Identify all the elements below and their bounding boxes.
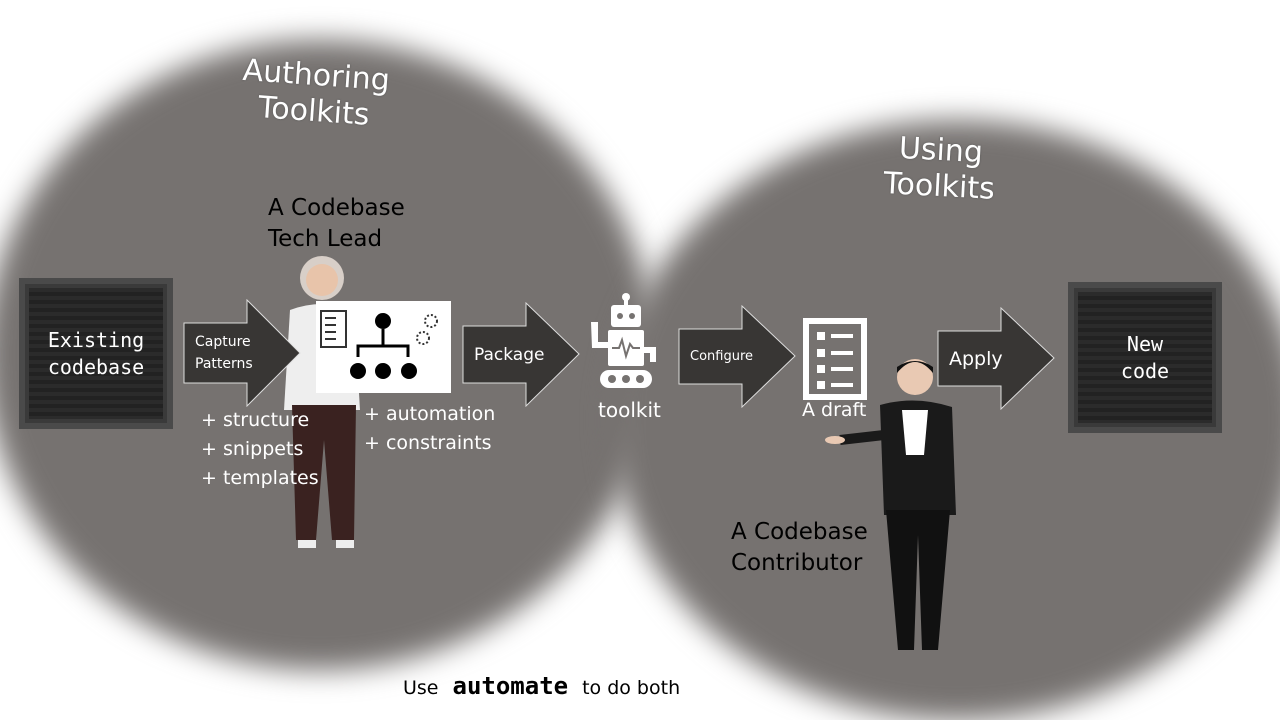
footer-prefix: Use: [403, 677, 439, 699]
authoring-features-list: + structure + snippets + templates: [201, 409, 319, 489]
new-code-panel: New code: [1068, 282, 1222, 433]
authoring-toolkits-title: Authoring Toolkits: [241, 52, 392, 133]
existing-codebase-label: Existing codebase: [47, 327, 145, 379]
toolkit-label: toolkit: [598, 398, 661, 422]
automation-features-list: + automation + constraints: [364, 403, 496, 454]
whiteboard: [316, 301, 451, 393]
contributor-label: A Codebase Contributor: [731, 519, 868, 576]
configure-label: Configure: [690, 348, 754, 364]
footer-suffix: to do both: [582, 677, 681, 699]
tech-lead-label: A Codebase Tech Lead: [268, 195, 405, 252]
robot-toolkit-icon: [591, 293, 656, 388]
using-toolkits-title: Using Toolkits: [882, 130, 996, 207]
capture-patterns-label: Capture Patterns: [195, 334, 253, 372]
draft-document-icon: [803, 318, 867, 400]
package-arrow: Package: [462, 302, 580, 407]
package-label: Package: [474, 344, 545, 365]
automate-command: automate: [452, 672, 569, 700]
footer-caption: Use automate to do both: [403, 672, 680, 700]
apply-label: Apply: [949, 347, 1003, 370]
contributor-person-icon: [825, 359, 956, 650]
new-code-label: New code: [1120, 331, 1170, 383]
configure-arrow: Configure: [678, 305, 796, 408]
capture-patterns-arrow: Capture Patterns: [183, 299, 301, 407]
hierarchy-icon: [320, 310, 438, 379]
apply-arrow: Apply: [937, 307, 1055, 410]
existing-codebase-panel: Existing codebase: [19, 278, 173, 429]
draft-label: A draft: [802, 399, 867, 421]
